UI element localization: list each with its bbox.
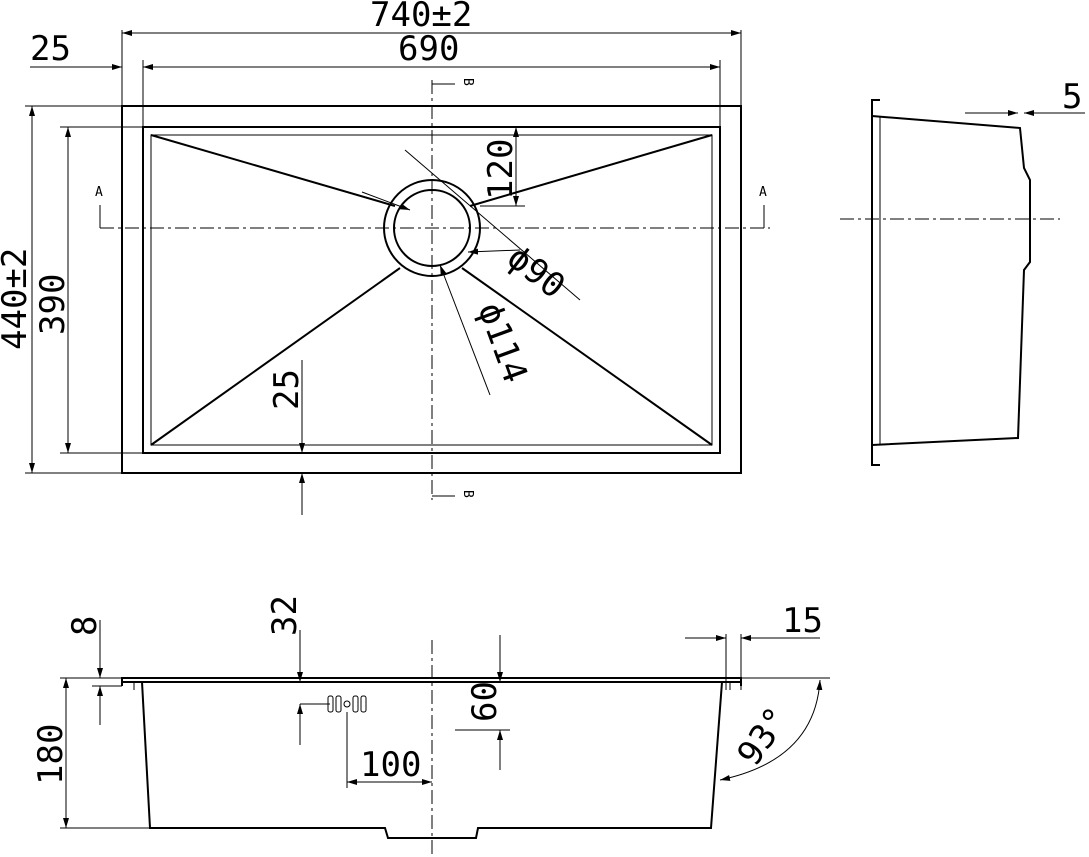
section-b-bottom: B — [460, 490, 475, 498]
dim-bottom-offset: 25 — [267, 369, 307, 410]
dim-drain-inner-dia: ϕ90 — [499, 238, 572, 307]
dim-inner-width: 690 — [398, 29, 459, 69]
dim-drain-offset: 120 — [481, 139, 521, 200]
slope-line — [461, 267, 713, 446]
dim-drain-outer-dia: ϕ114 — [470, 297, 536, 388]
dim-arc-wall-angle — [719, 679, 823, 781]
slope-line — [150, 134, 396, 207]
overflow-holes — [327, 695, 367, 713]
slope-line — [469, 134, 713, 207]
side-bowl-profile — [871, 115, 1031, 446]
side-flange — [871, 99, 880, 466]
dim-bowl-height: 180 — [31, 724, 71, 785]
dim-overall-depth: 440±2 — [0, 248, 35, 350]
section-a-left: A — [95, 185, 103, 200]
dim-leader-drain-outer — [439, 264, 491, 396]
front-bowl-profile — [141, 681, 723, 839]
dim-left-offset: 25 — [30, 29, 71, 69]
side-view: 5 — [840, 77, 1085, 466]
section-a-right: A — [759, 185, 767, 200]
dim-overall-width: 740±2 — [370, 0, 472, 35]
section-b-top: B — [460, 78, 475, 86]
dim-side-lip: 5 — [1062, 77, 1082, 117]
top-view: A A B B 740±2 690 25 440±2 390 — [0, 0, 770, 515]
slope-line — [150, 267, 401, 446]
dim-flange-thickness: 8 — [65, 616, 105, 636]
dim-rim-width: 15 — [782, 601, 823, 641]
dim-wall-angle: 93° — [730, 700, 798, 773]
inner-bowl-edge — [142, 126, 721, 454]
dim-lip-height: 32 — [265, 595, 305, 636]
dim-leader-drain-inner — [404, 149, 581, 301]
dim-overflow-spacing: 100 — [360, 745, 421, 785]
front-view: 8 32 180 60 100 15 93° — [31, 595, 830, 857]
dim-inner-depth: 390 — [33, 274, 73, 335]
dim-overflow-height: 60 — [465, 681, 505, 722]
